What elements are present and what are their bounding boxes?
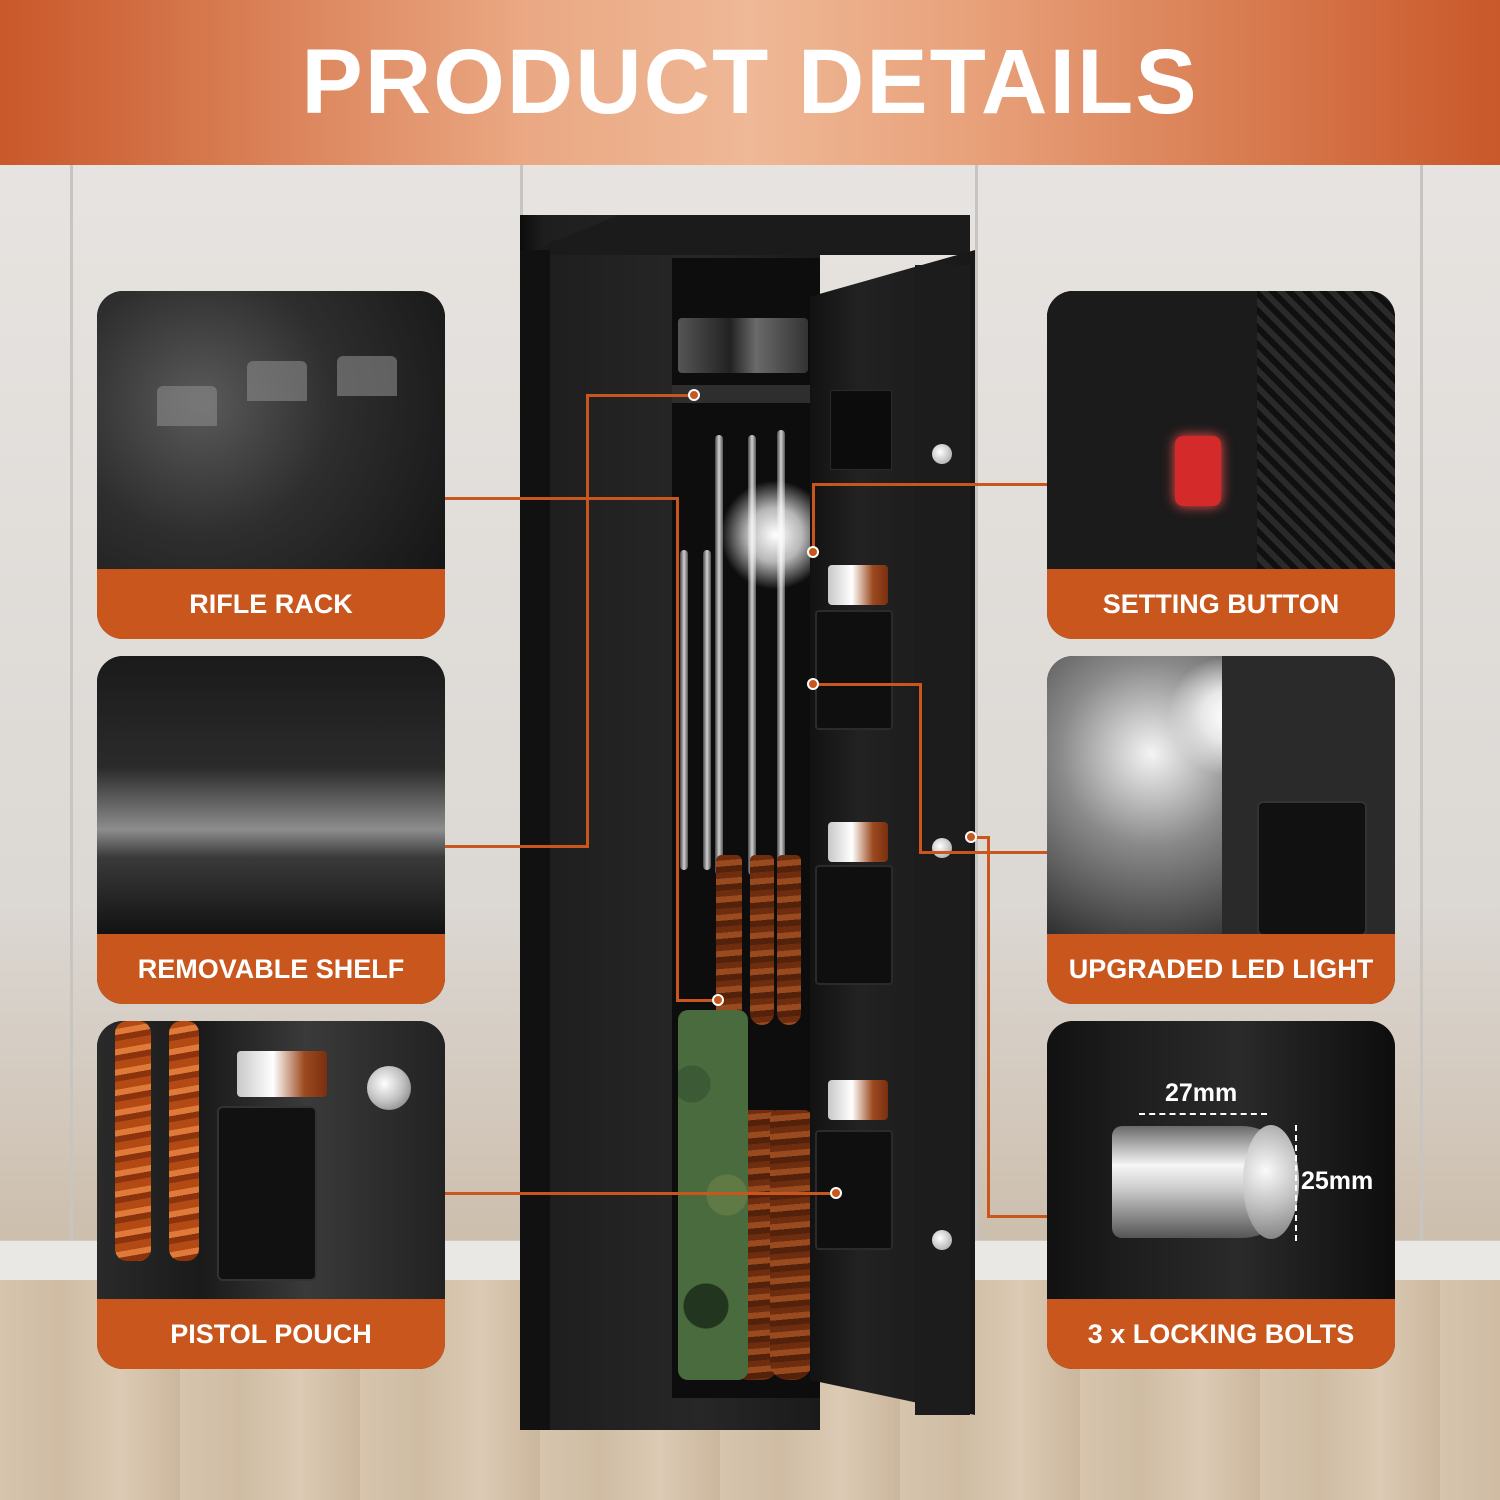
feature-card-pistol-pouch: PISTOL POUCH	[97, 1021, 445, 1369]
connector-line-shelf	[586, 394, 589, 848]
door-panel	[1047, 291, 1257, 571]
door-locking-bolt	[932, 444, 952, 464]
connector-line-bolts	[987, 836, 990, 1218]
rifle-rack-photo	[97, 291, 445, 571]
height-dimension-line	[1295, 1125, 1297, 1241]
setting-button-photo	[1047, 291, 1395, 571]
door-pistol-pouch	[815, 1130, 893, 1250]
locking-bolt-detail	[367, 1066, 411, 1110]
wall-panel-seam	[70, 165, 73, 1275]
door-pistol	[828, 565, 888, 605]
header-banner: PRODUCT DETAILS	[0, 0, 1500, 165]
feature-label: 3 x LOCKING BOLTS	[1047, 1299, 1395, 1369]
rifle-barrel	[680, 550, 688, 870]
feature-card-removable-shelf: REMOVABLE SHELF	[97, 656, 445, 1004]
door-locking-bolt	[932, 1230, 952, 1250]
door-locking-bolt	[932, 838, 952, 858]
camo-rifle	[678, 1010, 748, 1380]
connector-dot	[688, 389, 700, 401]
connector-line-shelf	[586, 394, 690, 397]
width-dimension-line	[1139, 1113, 1267, 1115]
feature-card-rifle-rack: RIFLE RACK	[97, 291, 445, 639]
locking-bolt-photo: 27mm 25mm	[1047, 1021, 1395, 1301]
rifle-butt-stock	[770, 1110, 812, 1380]
rifle-barrel	[748, 435, 756, 875]
rifle-barrel	[703, 550, 711, 870]
rack-slot	[247, 361, 307, 401]
rifle-stock	[777, 855, 801, 1025]
connector-line-led	[919, 683, 922, 853]
feature-label: PISTOL POUCH	[97, 1299, 445, 1369]
feature-label: RIFLE RACK	[97, 569, 445, 639]
connector-line-pistol-pouch	[428, 1192, 834, 1195]
feature-label: REMOVABLE SHELF	[97, 934, 445, 1004]
locking-bolt-face	[1243, 1125, 1299, 1239]
connector-line-setting-button	[812, 483, 1048, 486]
feature-label: SETTING BUTTON	[1047, 569, 1395, 639]
rifle-stock-detail	[169, 1021, 199, 1261]
door-pistol	[828, 822, 888, 862]
rifle-barrel	[715, 435, 723, 875]
height-dimension-label: 25mm	[1301, 1167, 1374, 1195]
door-pouch-detail	[1257, 801, 1367, 936]
connector-line-rifle-rack	[676, 999, 716, 1002]
feature-card-locking-bolts: 27mm 25mm 3 x LOCKING BOLTS	[1047, 1021, 1395, 1369]
connector-line-led	[919, 851, 1048, 854]
connector-dot	[807, 678, 819, 690]
setting-button-icon	[1175, 436, 1221, 506]
rifle-stock-detail	[115, 1021, 151, 1261]
width-dimension-label: 27mm	[1165, 1079, 1238, 1107]
rack-slot	[337, 356, 397, 396]
removable-shelf-photo	[97, 656, 445, 936]
keypad-panel	[830, 390, 892, 470]
door-pistol-pouch	[815, 865, 893, 985]
page-title: PRODUCT DETAILS	[301, 31, 1199, 133]
connector-dot	[965, 831, 977, 843]
pistol-detail	[237, 1051, 327, 1097]
connector-dot	[830, 1187, 842, 1199]
rifle-stock	[750, 855, 774, 1025]
connector-dot	[807, 546, 819, 558]
pouch-detail	[217, 1106, 317, 1281]
connector-line-led	[812, 683, 922, 686]
connector-line-bolts	[970, 836, 990, 839]
connector-line-shelf	[445, 845, 588, 848]
door-pistol-pouch	[815, 610, 893, 730]
connector-line-bolts	[987, 1215, 1048, 1218]
wall-panel-seam	[975, 165, 978, 1275]
connector-line-rifle-rack	[445, 497, 677, 500]
wall-panel-seam	[1420, 165, 1423, 1275]
led-light-photo	[1047, 656, 1395, 936]
connector-dot	[712, 994, 724, 1006]
connector-line-setting-button	[812, 483, 815, 551]
feature-card-upgraded-led-light: UPGRADED LED LIGHT	[1047, 656, 1395, 1004]
safe-side	[520, 250, 550, 1430]
safe-shelf	[672, 385, 820, 403]
connector-line-rifle-rack	[676, 497, 679, 1002]
feature-label: UPGRADED LED LIGHT	[1047, 934, 1395, 1004]
shelf-pistol-and-magazines	[678, 318, 808, 373]
rifle-barrel	[777, 430, 785, 870]
feature-card-setting-button: SETTING BUTTON	[1047, 291, 1395, 639]
pistol-pouch-photo	[97, 1021, 445, 1301]
door-pistol	[828, 1080, 888, 1120]
rack-slot	[157, 386, 217, 426]
